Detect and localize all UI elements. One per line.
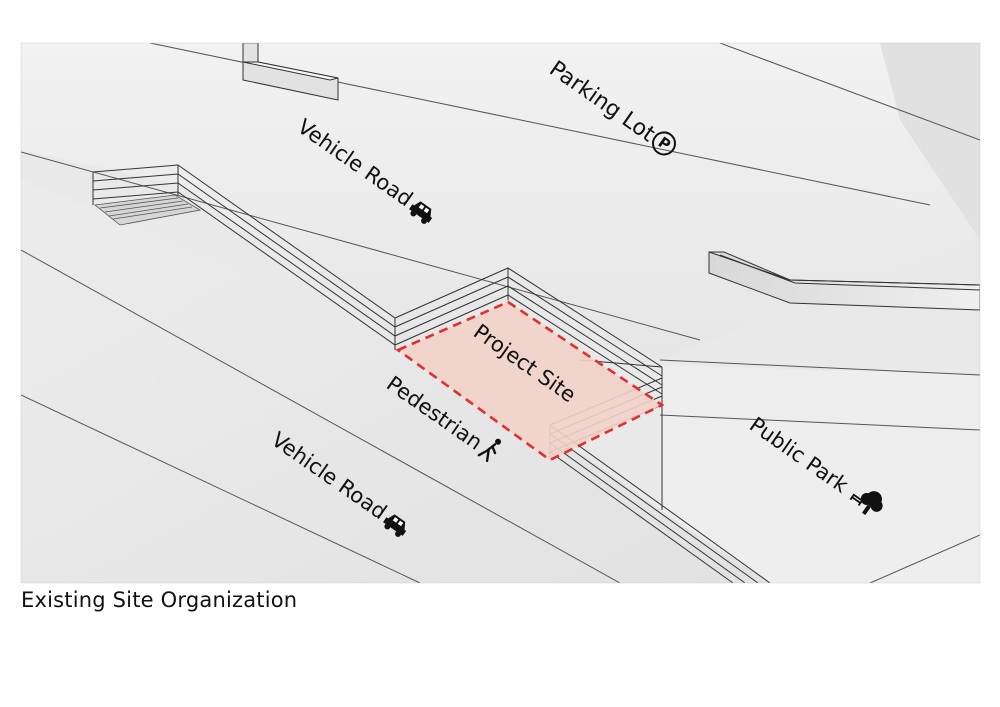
right-wall-shade	[880, 43, 980, 240]
diagram-frame	[20, 42, 981, 584]
road-lines	[21, 43, 980, 583]
pedestrian-icon	[477, 438, 502, 463]
stairs	[94, 194, 202, 226]
tree-icon	[860, 491, 883, 516]
bench-icon	[849, 493, 864, 506]
diagram-caption: Existing Site Organization	[21, 588, 298, 612]
car-icon	[409, 201, 433, 224]
ramp-wall-right	[708, 251, 980, 311]
project-site-area	[395, 300, 665, 462]
retaining-wall-upper	[242, 43, 339, 101]
lower-road-surface	[21, 180, 770, 583]
public-park-surface	[660, 365, 980, 583]
site-model	[21, 43, 980, 583]
car-icon	[383, 514, 407, 537]
